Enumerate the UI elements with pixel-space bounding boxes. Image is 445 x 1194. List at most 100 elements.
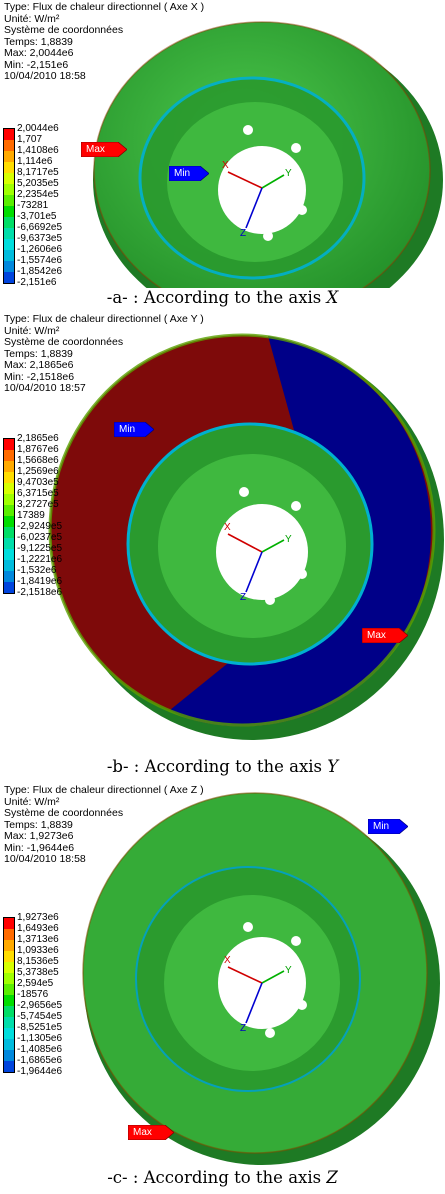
legend-value: -9,1225e5 bbox=[17, 543, 63, 554]
result-unit: Unité: W/m² bbox=[4, 324, 60, 337]
legend-value: 9,4703e5 bbox=[17, 477, 59, 488]
result-time: Temps: 1,8839 bbox=[4, 818, 73, 831]
bolt-holes bbox=[235, 922, 307, 1038]
legend-labels: 1,9273e6 1,6493e6 1,3713e6 1,0933e6 8,15… bbox=[17, 912, 62, 1077]
result-type: Type: Flux de chaleur directionnel ( Axe… bbox=[4, 313, 204, 325]
legend-value: 1,707 bbox=[17, 134, 43, 145]
axis-triad-a bbox=[227, 171, 285, 229]
legend-labels: 2,1865e6 1,8767e6 1,5668e6 1,2569e6 9,47… bbox=[17, 433, 62, 598]
result-info-a: Type: Flux de chaleur directionnel ( Axe… bbox=[4, 1, 205, 83]
legend-value: 2,0044e6 bbox=[17, 123, 59, 134]
legend-value: 1,5668e6 bbox=[17, 455, 59, 466]
legend-value: 2,594e5 bbox=[17, 978, 54, 989]
panel-b: X Y Z Type: Flux de chaleur directionnel… bbox=[0, 312, 445, 756]
result-type: Type: Flux de chaleur directionnel ( Axe… bbox=[4, 784, 204, 796]
axis-x-label: X bbox=[224, 522, 231, 533]
legend-value: -1,532e6 bbox=[17, 565, 57, 576]
legend-value: -1,2606e6 bbox=[17, 244, 63, 255]
legend-value: 8,1717e5 bbox=[17, 167, 59, 178]
coordinate-system: Système de coordonnées bbox=[4, 807, 124, 819]
disc-render-a: X Y Z bbox=[93, 21, 443, 288]
legend-value: -8,5251e5 bbox=[17, 1022, 63, 1033]
legend-color-bar bbox=[3, 438, 15, 594]
result-type: Type: Flux de chaleur directionnel ( Axe… bbox=[4, 1, 205, 13]
axis-triad-c bbox=[227, 966, 285, 1024]
legend-value: 2,2354e5 bbox=[17, 189, 59, 200]
axis-z-label: Z bbox=[240, 228, 246, 239]
legend-value: 1,6493e6 bbox=[17, 923, 59, 934]
result-max: Max: 1,9273e6 bbox=[4, 830, 74, 842]
result-date: 10/04/2010 18:58 bbox=[4, 70, 86, 82]
result-date: 10/04/2010 18:58 bbox=[4, 853, 86, 865]
legend-value: 1,2569e6 bbox=[17, 466, 59, 477]
caption-c: -c- : According to the axis Z bbox=[107, 1168, 338, 1187]
max-marker: Max bbox=[362, 628, 408, 643]
legend-value: -1,8419e6 bbox=[17, 576, 63, 587]
legend-value: 6,3715e5 bbox=[17, 488, 59, 499]
disc-render-c: X Y Z bbox=[82, 792, 440, 1165]
legend-value: 1,9273e6 bbox=[17, 912, 59, 923]
legend-color-bar bbox=[3, 917, 15, 1073]
result-max: Max: 2,0044e6 bbox=[4, 47, 74, 59]
min-marker: Min bbox=[169, 166, 209, 181]
legend-value: -9,6373e5 bbox=[17, 233, 63, 244]
legend-value: -1,5574e6 bbox=[17, 255, 63, 266]
result-min: Min: -2,1518e6 bbox=[4, 370, 75, 383]
axis-z-label: Z bbox=[240, 1023, 246, 1034]
coordinate-system: Système de coordonnées bbox=[4, 24, 124, 36]
result-unit: Unité: W/m² bbox=[4, 795, 60, 808]
axis-y-label: Y bbox=[285, 168, 292, 179]
caption-axis: Z bbox=[326, 1168, 338, 1187]
coordinate-system: Système de coordonnées bbox=[4, 336, 124, 348]
legend-value: 1,8767e6 bbox=[17, 444, 59, 455]
max-marker: Max bbox=[81, 142, 127, 157]
panel-a: X Y Z Type: Flux de chaleur directionnel… bbox=[0, 0, 445, 288]
legend-value: 1,4108e6 bbox=[17, 145, 59, 156]
axis-y-label: Y bbox=[285, 965, 292, 976]
panel-c: X Y Z Type: Flux de chaleur directionnel… bbox=[0, 783, 445, 1167]
result-info-b: Type: Flux de chaleur directionnel ( Axe… bbox=[4, 313, 204, 395]
axis-y-label: Y bbox=[285, 534, 292, 545]
legend-value: -73281 bbox=[17, 200, 49, 211]
legend-value: -2,9656e5 bbox=[17, 1000, 63, 1011]
legend-value: -6,6692e5 bbox=[17, 222, 63, 233]
legend-value: 5,3738e5 bbox=[17, 967, 59, 978]
legend-value: 2,1865e6 bbox=[17, 433, 59, 444]
min-marker: Min bbox=[114, 422, 154, 437]
legend-value: -2,1518e6 bbox=[17, 587, 63, 598]
result-min: Min: -2,151e6 bbox=[4, 58, 69, 71]
caption-b: -b- : According to the axis Y bbox=[106, 757, 339, 776]
axis-x-label: X bbox=[224, 955, 231, 966]
legend-value: 3,2727e5 bbox=[17, 499, 59, 510]
legend-value: -1,2221e6 bbox=[17, 554, 63, 565]
legend-value: -1,1305e6 bbox=[17, 1033, 63, 1044]
result-max: Max: 2,1865e6 bbox=[4, 359, 74, 371]
axis-triad-b bbox=[227, 533, 285, 593]
legend-value: -1,9644e6 bbox=[17, 1066, 63, 1077]
legend-value: -1,6865e6 bbox=[17, 1055, 63, 1066]
bolt-holes bbox=[235, 487, 307, 605]
legend-value: -2,151e6 bbox=[17, 277, 57, 288]
caption-a: -a- : According to the axis X bbox=[106, 288, 339, 307]
caption-axis: Y bbox=[327, 757, 339, 776]
bolt-holes bbox=[235, 125, 307, 241]
result-date: 10/04/2010 18:57 bbox=[4, 382, 86, 394]
legend-labels: 2,0044e6 1,707 1,4108e6 1,114e6 8,1717e5… bbox=[17, 123, 62, 288]
axis-z-label: Z bbox=[240, 592, 246, 603]
legend-value: 8,1536e5 bbox=[17, 956, 59, 967]
result-info-c: Type: Flux de chaleur directionnel ( Axe… bbox=[4, 784, 204, 866]
result-min: Min: -1,9644e6 bbox=[4, 841, 75, 854]
max-marker: Max bbox=[128, 1125, 174, 1140]
legend-value: -2,9249e5 bbox=[17, 521, 63, 532]
legend-value: 5,2035e5 bbox=[17, 178, 59, 189]
legend-value: -3,701e5 bbox=[17, 211, 57, 222]
legend-value: -6,0237e5 bbox=[17, 532, 63, 543]
legend-value: 1,3713e6 bbox=[17, 934, 59, 945]
axis-x-label: X bbox=[222, 160, 229, 171]
result-time: Temps: 1,8839 bbox=[4, 35, 73, 48]
legend-value: -1,4085e6 bbox=[17, 1044, 63, 1055]
caption-axis: X bbox=[326, 288, 339, 307]
legend-value: -1,8542e6 bbox=[17, 266, 63, 277]
legend-value: -5,7454e5 bbox=[17, 1011, 63, 1022]
legend-value: 1,0933e6 bbox=[17, 945, 59, 956]
